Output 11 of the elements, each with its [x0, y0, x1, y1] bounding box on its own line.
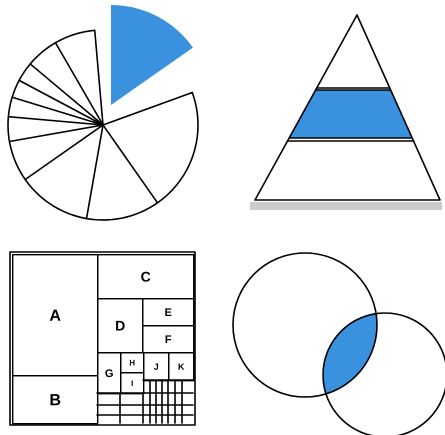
treemap-cell: B — [12, 375, 98, 424]
treemap-cell: K — [168, 352, 194, 382]
treemap-cell: I — [120, 372, 144, 394]
treemap-cell: G — [97, 352, 122, 394]
treemap-cell: D — [97, 298, 144, 354]
treemap-cell: F — [142, 325, 194, 354]
treemap-cell: J — [143, 352, 170, 382]
treemap-cell: H — [120, 352, 144, 374]
treemap-cell: E — [142, 298, 194, 326]
treemap-cell: A — [12, 254, 98, 376]
treemap-cell: C — [97, 254, 194, 300]
